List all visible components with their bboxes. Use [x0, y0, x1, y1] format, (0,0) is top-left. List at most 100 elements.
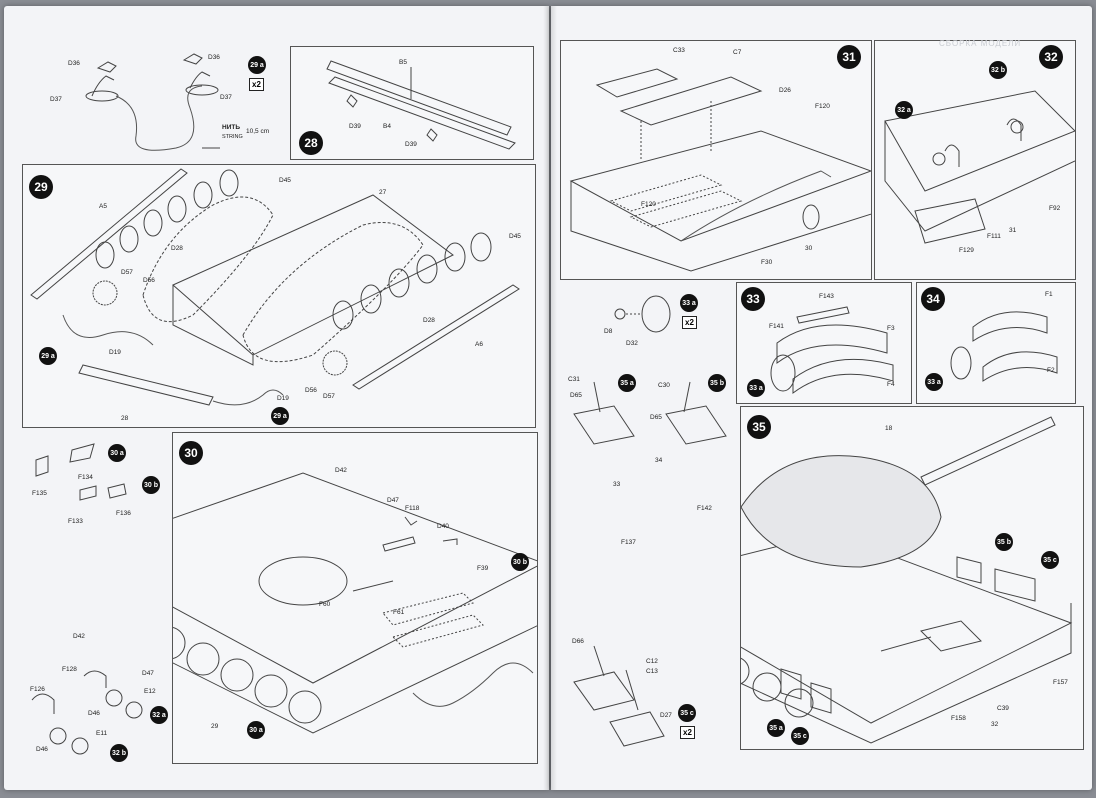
label-18: 18: [885, 425, 893, 432]
step-29a-drawing: [85, 53, 220, 151]
step-35-sub-c: 35 c: [1041, 551, 1059, 569]
label-d46-32a: D46: [88, 710, 100, 717]
label-e12: E12: [144, 688, 156, 695]
label-d47-32a: D47: [142, 670, 154, 677]
label-32-in-35: 32: [991, 721, 999, 728]
label-30-in-31: 30: [805, 245, 813, 252]
step-33a-quantity: x2: [682, 316, 697, 329]
step-29-panel: 29 A5 D45 D45 27 D28 D28 D57 D57 D56 D56…: [22, 164, 536, 428]
label-d65-35b: D65: [650, 414, 662, 421]
step-29a-area: D36 D37 D36 D37 НИТЬ STRING 10,5 cm 29 a…: [20, 46, 288, 158]
label-d32: D32: [626, 340, 638, 347]
label-f141: F141: [769, 323, 784, 330]
label-f136: F136: [116, 510, 131, 517]
step-29-drawing: [30, 168, 520, 406]
label-f126: F126: [30, 686, 45, 693]
step-34-badge: 34: [921, 287, 945, 311]
step-29-sub-a-right: 29 a: [271, 407, 289, 425]
step-32ab-drawing: [31, 670, 143, 755]
label-a6: A6: [475, 341, 483, 348]
step-30b-badge: 30 b: [142, 476, 160, 494]
label-f135: F135: [32, 490, 47, 497]
label-d36-right: D36: [208, 54, 220, 61]
label-d19-a: D19: [109, 349, 121, 356]
step-35-sub-c2: 35 c: [791, 727, 809, 745]
step-28-panel: B5 B4 D39 D39 28: [290, 46, 534, 160]
step-35-drawing: [741, 416, 1073, 744]
label-d37-right: D37: [220, 94, 232, 101]
label-e11: E11: [96, 730, 108, 737]
label-d56-a: D56: [143, 277, 155, 284]
label-f134: F134: [78, 474, 93, 481]
label-d57-a: D57: [121, 269, 133, 276]
step-33-badge: 33: [741, 287, 765, 311]
label-d37-left: D37: [50, 96, 62, 103]
label-string-ru: НИТЬ: [222, 124, 241, 131]
step-34-sub-a: 33 a: [925, 373, 943, 391]
label-d65-35a: D65: [570, 392, 582, 399]
step-29-badge: 29: [29, 175, 53, 199]
step-35-panel: 35 18 33 34 F142 F137 F157 F158 C39 32 3…: [613, 406, 1084, 750]
label-f60: F60: [319, 601, 331, 608]
step-32-sub-b: 32 b: [989, 61, 1007, 79]
page-gutter: [543, 6, 557, 790]
label-d28-b: D28: [423, 317, 435, 324]
step-32a-badge: 32 a: [150, 706, 168, 724]
label-f61: F61: [393, 609, 405, 616]
step-33-panel: 33 F143 F141 F3 F4 33 a: [736, 282, 912, 404]
label-f143: F143: [819, 293, 834, 300]
step-30-sub-a: 30 a: [247, 721, 265, 739]
step-30-panel: 30 D42 D42 D47 F118 D40 F39 F60 F61 29 3…: [73, 432, 538, 764]
step-34-drawing: [950, 311, 1058, 382]
step-32-drawing: [884, 90, 1075, 244]
label-d66: D66: [572, 638, 584, 645]
label-d45-a: D45: [279, 177, 291, 184]
step-35ab-drawing: [573, 381, 727, 445]
step-35-sub-a: 35 a: [767, 719, 785, 737]
step-35ab-area: C31 D65 35 a C30 D65 35 b: [566, 370, 736, 450]
label-33-in-35: 33: [613, 481, 621, 488]
label-f1: F1: [1045, 291, 1053, 298]
step-30ab-area: 30 a F134 F135 30 b F133 F136: [22, 438, 172, 538]
step-30-sub-b: 30 b: [511, 553, 529, 571]
step-30-drawing: [173, 472, 537, 734]
label-d45-b: D45: [509, 233, 521, 240]
label-f158: F158: [951, 715, 966, 722]
label-f133: F133: [68, 518, 83, 525]
step-35-sub-b: 35 b: [995, 533, 1013, 551]
step-33a-badge: 33 a: [680, 294, 698, 312]
step-33a-drawing: [614, 295, 671, 333]
step-28-drawing: [326, 60, 516, 150]
step-29a-badge: 29 a: [248, 56, 266, 74]
label-c13: C13: [646, 668, 658, 675]
faint-header-text: СБОРКА МОДЕЛИ: [939, 39, 1022, 48]
label-a5: A5: [99, 203, 107, 210]
label-c7: C7: [733, 49, 742, 56]
step-29a-quantity: x2: [249, 78, 264, 91]
step-33-drawing: [770, 306, 894, 394]
label-d57-b: D57: [323, 393, 335, 400]
label-d8: D8: [604, 328, 613, 335]
label-d28-a: D28: [171, 245, 183, 252]
label-c30: C30: [658, 382, 670, 389]
label-f111: F111: [987, 233, 1001, 240]
label-c39: C39: [997, 705, 1009, 712]
label-c33: C33: [673, 47, 685, 54]
label-29-in-30: 29: [211, 723, 219, 730]
label-d56-b: D56: [305, 387, 317, 394]
label-d26: D26: [779, 87, 791, 94]
label-f39: F39: [477, 565, 489, 572]
label-f118: F118: [405, 505, 420, 512]
step-35-badge: 35: [747, 415, 771, 439]
label-f128: F128: [62, 666, 77, 673]
step-28-badge: 28: [299, 131, 323, 155]
label-d36-left: D36: [68, 60, 80, 67]
step-35a-badge: 35 a: [618, 374, 636, 392]
step-30a-badge: 30 a: [108, 444, 126, 462]
label-b4: B4: [383, 123, 391, 130]
step-34-panel: 34 F1 F2 33 a: [916, 282, 1076, 404]
step-30ab-drawing: [35, 443, 127, 501]
step-31-badge: 31: [837, 45, 861, 69]
step-35c-badge: 35 c: [678, 704, 696, 722]
label-28: 28: [121, 415, 129, 422]
